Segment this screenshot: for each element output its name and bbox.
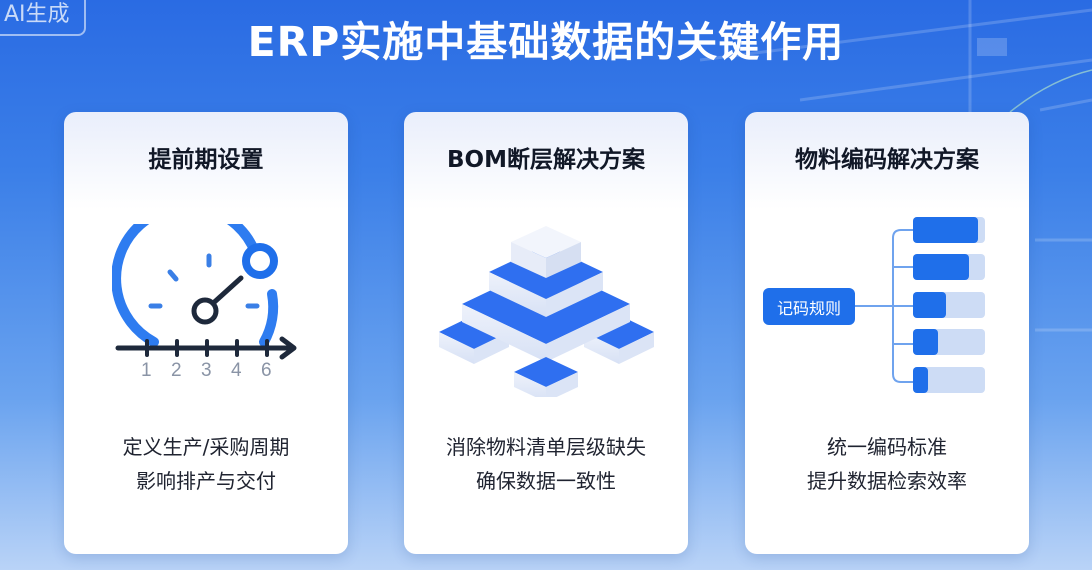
timeline-axis-labels: 1 2 3 4 6 (112, 360, 302, 384)
code-bar (913, 367, 985, 393)
tick-label: 3 (201, 360, 212, 381)
card-description: 统一编码标准 提升数据检索效率 (807, 435, 967, 493)
page-title: ERP实施中基础数据的关键作用 (247, 18, 845, 66)
card-title: 提前期设置 (148, 147, 264, 173)
card-title: BOM断层解决方案 (447, 147, 645, 173)
tick-label: 6 (261, 360, 272, 381)
card-description: 消除物料清单层级缺失 确保数据一致性 (446, 435, 646, 493)
layered-pyramid-icon (439, 226, 654, 397)
code-tree-connectors (855, 229, 915, 383)
gauge-timeline-icon (112, 224, 297, 360)
code-bar (913, 292, 985, 318)
card-title: 物料编码解决方案 (795, 147, 979, 173)
code-bar (913, 254, 985, 280)
code-rule-box: 记码规则 (763, 288, 855, 325)
code-bar (913, 217, 985, 243)
tick-label: 4 (231, 360, 242, 381)
tick-label: 2 (171, 360, 182, 381)
ai-generated-badge: AI生成 (0, 0, 86, 36)
tick-label: 1 (141, 360, 152, 381)
card-bom-solution: BOM断层解决方案 消除物料清单层级缺失 确保数据一致性 (404, 112, 688, 554)
card-material-code-solution: 物料编码解决方案 记码规则 统一编码标准 提升数据检索效率 (745, 112, 1029, 554)
card-description: 定义生产/采购周期 影响排产与交付 (122, 435, 290, 493)
code-bar (913, 329, 985, 355)
card-lead-time: 提前期设置 1 2 3 4 6 定义生产/采购 (64, 112, 348, 554)
